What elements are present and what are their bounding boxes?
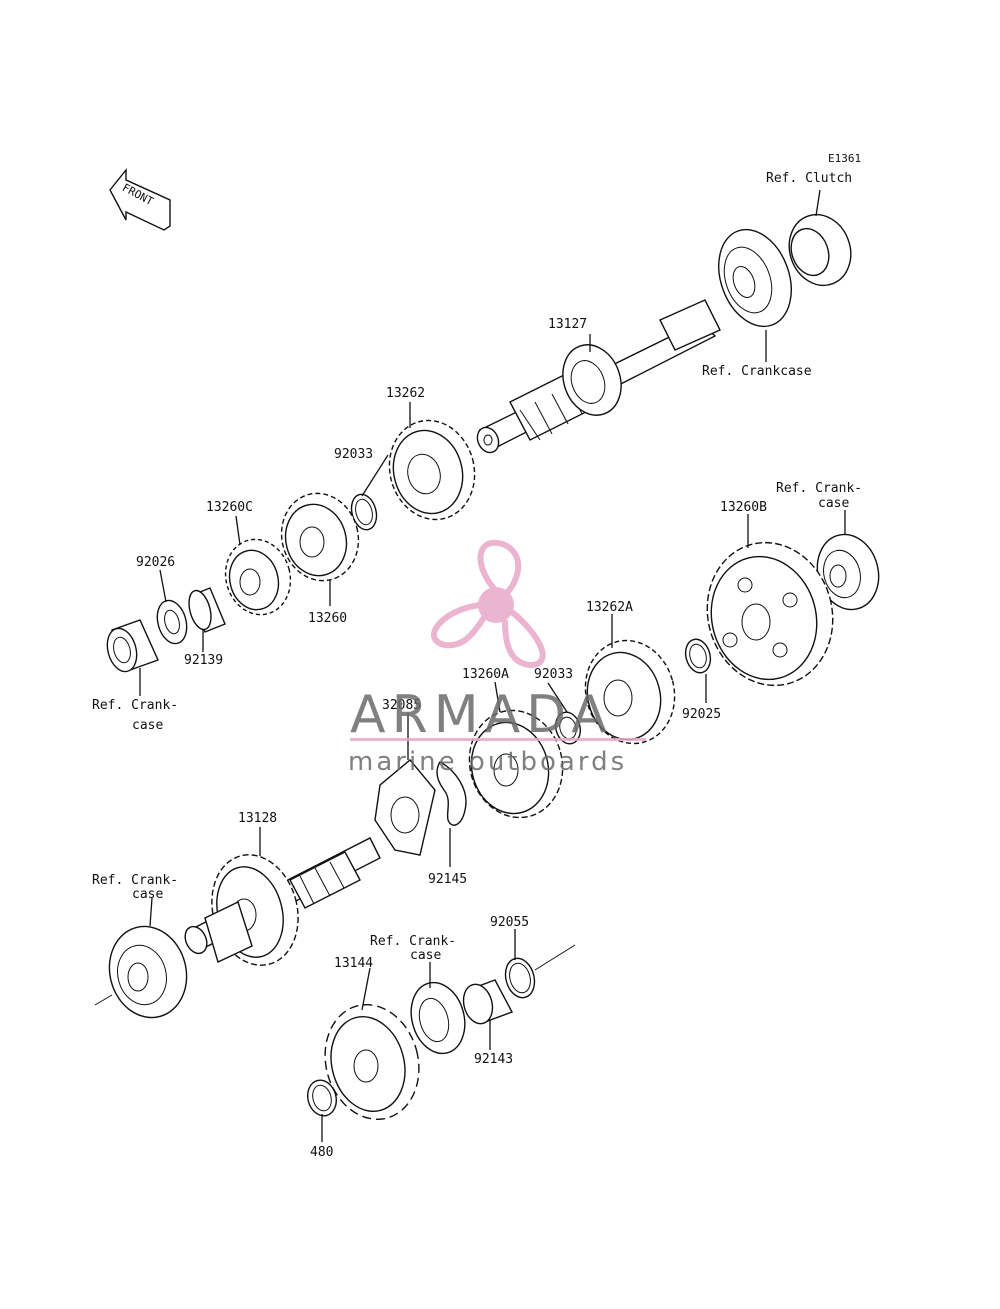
- clutch-bearing-ring: [788, 213, 852, 287]
- label-480: 480: [310, 1145, 333, 1160]
- watermark: ARMADA marine outboards: [348, 539, 646, 777]
- label-92055: 92055: [490, 915, 529, 930]
- diagram-code: E1361: [828, 152, 861, 165]
- crankcase-bearing-right: [816, 533, 880, 611]
- sprocket-13144: [324, 1004, 420, 1120]
- label-13262: 13262: [386, 386, 425, 401]
- collar-92143: [462, 979, 513, 1025]
- label-13260: 13260: [308, 611, 347, 626]
- label-92143: 92143: [474, 1052, 513, 1067]
- gear-13260: [280, 492, 360, 582]
- spring-92145: [436, 761, 467, 826]
- o-ring-92055: [504, 957, 536, 999]
- label-ref-crank-lower-mid-2: case: [410, 948, 441, 963]
- gear-13260C: [224, 538, 292, 616]
- label-13144: 13144: [334, 956, 373, 971]
- label-92025: 92025: [682, 707, 721, 722]
- output-shaft-13128: [184, 837, 381, 966]
- gear-13260A: [468, 709, 564, 819]
- label-ref-crank-right-2: case: [818, 496, 849, 511]
- seal-lower-mid: [410, 981, 466, 1055]
- gear-13262A: [584, 639, 676, 745]
- label-13127: 13127: [548, 317, 587, 332]
- circlip-92033-top: [350, 493, 378, 531]
- label-13260A: 13260A: [462, 667, 509, 682]
- label-ref-crankcase-top: Ref. Crankcase: [702, 364, 812, 379]
- label-13260B: 13260B: [720, 500, 767, 515]
- label-92139: 92139: [184, 653, 223, 668]
- label-92033-top: 92033: [334, 447, 373, 462]
- label-92033-mid: 92033: [534, 667, 573, 682]
- watermark-tagline: marine outboards: [348, 747, 627, 777]
- circlip-92025: [684, 638, 712, 674]
- crankcase-bearing-top: [718, 228, 792, 328]
- washer-92026: [156, 599, 188, 645]
- front-arrow-icon: FRONT: [109, 168, 171, 231]
- gear-13260B: [706, 541, 834, 687]
- plate-32085: [374, 759, 436, 856]
- gear-13262: [388, 419, 476, 521]
- label-ref-crank-lower-left-2: case: [132, 887, 163, 902]
- label-ref-crank-right-1: Ref. Crank-: [776, 481, 862, 496]
- assembly-axis-lines: [94, 944, 576, 1006]
- label-ref-crank-left-1: Ref. Crank-: [92, 698, 178, 713]
- label-ref-crank-lower-mid-1: Ref. Crank-: [370, 934, 456, 949]
- label-92145: 92145: [428, 872, 467, 887]
- crankcase-bearing-lower-left: [108, 925, 188, 1019]
- label-13260C: 13260C: [206, 500, 253, 515]
- leader-lines: [139, 189, 846, 1142]
- needle-bearing-left: [106, 619, 159, 673]
- circlip-480: [306, 1079, 338, 1117]
- label-ref-crank-lower-left-1: Ref. Crank-: [92, 873, 178, 888]
- watermark-brand: ARMADA: [350, 685, 613, 745]
- label-13128: 13128: [238, 811, 277, 826]
- bushing-92139: [188, 587, 226, 633]
- label-92026: 92026: [136, 555, 175, 570]
- label-ref-crank-left-2: case: [132, 718, 163, 733]
- propeller-logo-icon: [431, 539, 546, 669]
- main-shaft-13127: [476, 299, 721, 454]
- label-13262A: 13262A: [586, 600, 633, 615]
- label-32085: 32085: [382, 698, 421, 713]
- label-ref-clutch: Ref. Clutch: [766, 171, 852, 186]
